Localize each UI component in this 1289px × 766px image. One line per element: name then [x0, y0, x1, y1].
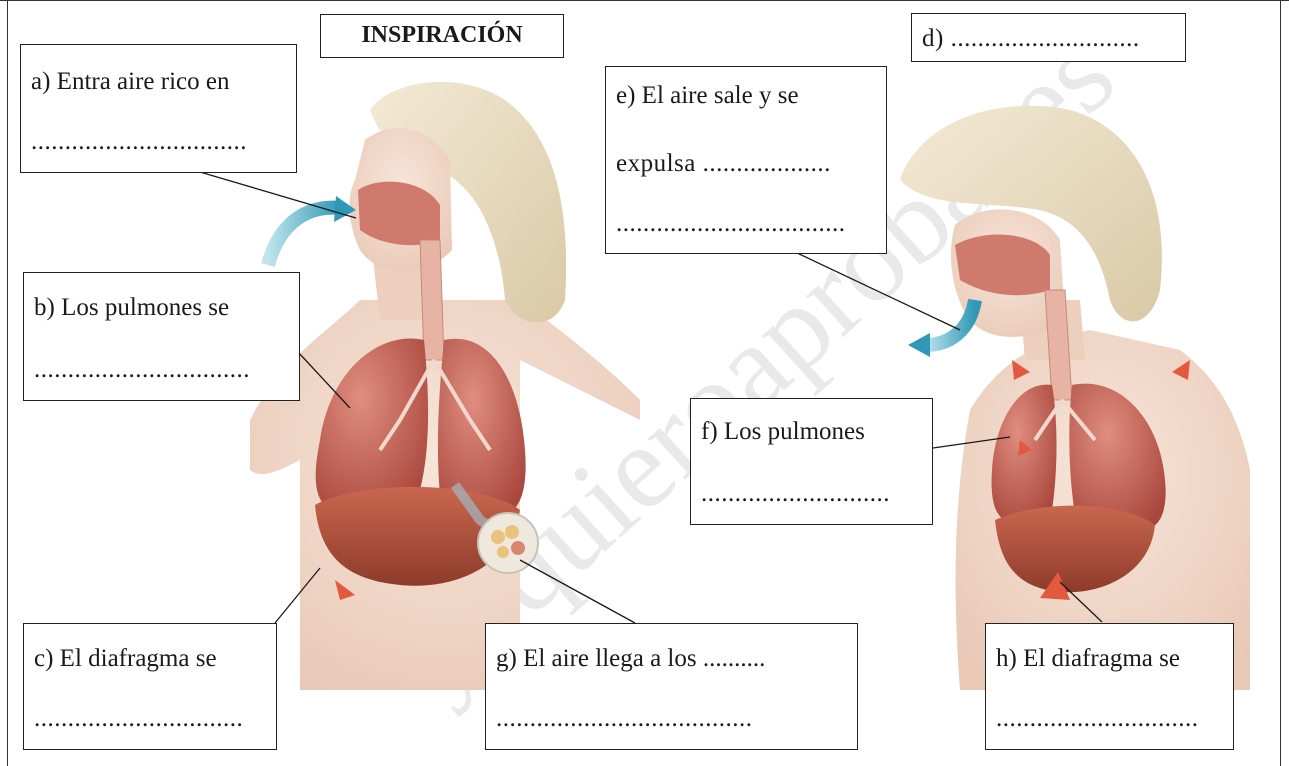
inhale-arrow-icon	[261, 200, 341, 268]
label-g-blank[interactable]: ......................................	[496, 705, 753, 732]
label-box-d: d) ............................	[911, 13, 1186, 62]
label-box-f: f) Los pulmones ........................…	[690, 398, 933, 525]
right-diaphragm	[995, 505, 1155, 593]
left-lung-left-lobe	[315, 338, 429, 510]
label-e-text: e) El aire sale y se	[616, 82, 799, 109]
label-f-text: f) Los pulmones	[701, 418, 865, 445]
leader-line-b	[297, 351, 351, 409]
alveoli-zoom-icon	[477, 512, 539, 574]
alveolus	[491, 530, 505, 544]
right-chest-arrow	[1018, 440, 1032, 456]
label-box-b: b) Los pulmones se .....................…	[23, 272, 300, 401]
label-box-c: c) El diafragma se .....................…	[23, 623, 277, 750]
leader-line-h	[1059, 581, 1103, 623]
label-e-blank-2[interactable]: ..................................	[616, 210, 846, 237]
label-a-text: a) Entra aire rico en	[31, 68, 230, 95]
expiration-figure	[900, 105, 1250, 690]
label-box-e: e) El aire sale y se expulsa ...........…	[605, 66, 887, 254]
left-lung-right-lobe	[437, 338, 526, 515]
left-diaphragm-arrow	[335, 580, 355, 600]
right-chest-arrow	[1172, 360, 1190, 380]
label-g-text: g) El aire llega a los ..........	[496, 645, 766, 672]
leader-line-f	[932, 436, 1011, 449]
leader-lines	[199, 171, 1103, 624]
alveolus	[505, 525, 519, 539]
label-h-blank[interactable]: ..............................	[996, 705, 1199, 732]
right-lung-right-lobe	[1069, 383, 1166, 528]
leader-line-c	[274, 567, 321, 624]
label-box-g: g) El aire llega a los .......... ......…	[485, 623, 858, 750]
label-h-text: h) El diafragma se	[996, 645, 1180, 672]
label-b-text: b) Los pulmones se	[34, 294, 230, 321]
right-bronchi	[1033, 398, 1097, 442]
alveolus	[497, 546, 509, 558]
inspiration-figure	[250, 81, 640, 690]
label-d-blank[interactable]: d) ............................	[922, 25, 1140, 52]
right-hair	[900, 105, 1162, 322]
label-c-text: c) El diafragma se	[34, 645, 217, 672]
leader-line-g	[519, 559, 636, 624]
right-nasal-cavity	[955, 234, 1050, 296]
frame-left-border	[7, 0, 8, 766]
label-c-blank[interactable]: ...............................	[34, 705, 244, 732]
right-diaphragm-arrow	[1040, 572, 1070, 600]
label-box-h: h) El diafragma se .....................…	[985, 623, 1234, 750]
inhale-arrow-head	[334, 196, 356, 222]
label-b-blank[interactable]: ................................	[34, 356, 250, 383]
right-chest-arrow	[1012, 360, 1030, 380]
exhale-arrow-icon	[924, 298, 982, 352]
label-box-a: a) Entra aire rico en ..................…	[20, 44, 297, 173]
left-bronchi	[378, 358, 492, 452]
label-a-blank[interactable]: ................................	[31, 128, 247, 155]
page-title: INSPIRACIÓN	[320, 14, 564, 58]
leader-line-e	[794, 251, 961, 331]
label-e-blank-1[interactable]: expulsa ...................	[616, 150, 831, 177]
frame-right-border	[1280, 0, 1281, 766]
exhale-arrow-head	[908, 333, 930, 357]
label-f-blank[interactable]: ............................	[701, 480, 890, 507]
left-nasal-cavity	[358, 181, 440, 246]
alveolus	[511, 541, 525, 555]
leader-line-a	[199, 171, 357, 219]
frame-top-border	[0, 0, 1289, 1]
